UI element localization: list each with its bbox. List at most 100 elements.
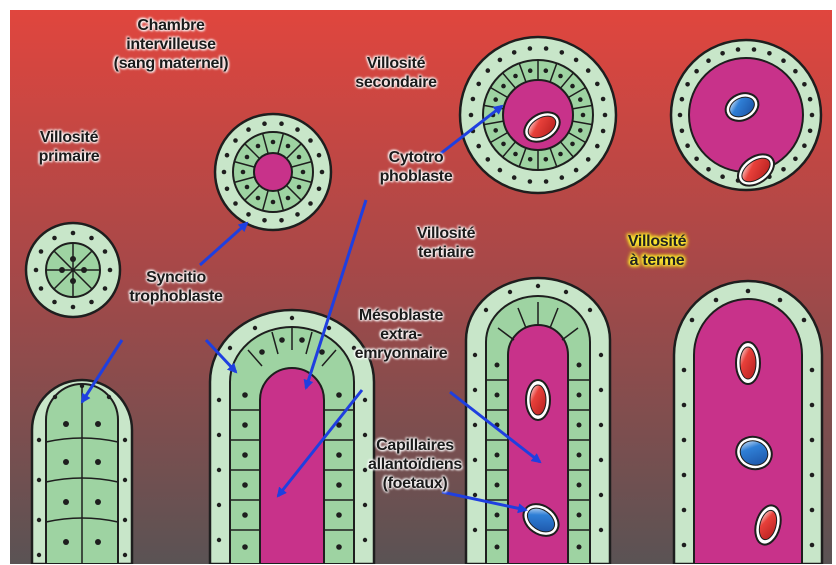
- label-villosite-secondaire: Villosité secondaire: [341, 54, 451, 92]
- nucleus-dot: [271, 140, 276, 145]
- label-cytotrophoblaste: Cytotro phoblaste: [366, 148, 466, 186]
- nucleus-dot: [512, 50, 517, 55]
- nucleus-dot: [528, 46, 533, 51]
- nucleus-dot: [286, 144, 291, 149]
- nucleus-dot: [246, 212, 251, 217]
- nucleus-dot: [528, 179, 533, 184]
- nucleus-dot: [52, 300, 57, 305]
- nucleus-dot: [781, 167, 786, 172]
- nucleus-dot: [108, 268, 113, 273]
- nucleus-dot: [558, 152, 563, 157]
- nucleus-dot: [544, 179, 549, 184]
- nucleus-dot: [581, 113, 586, 118]
- nucleus-dot: [767, 51, 772, 56]
- nucleus-dot: [301, 170, 306, 175]
- nucleus-dot: [89, 236, 94, 241]
- nucleus-dot: [793, 69, 798, 74]
- nucleus-dot: [574, 58, 579, 63]
- long-section-primaire: [32, 380, 132, 564]
- nucleus-dot: [694, 69, 699, 74]
- nucleus-dot: [720, 51, 725, 56]
- nucleus-dot: [256, 196, 261, 201]
- nucleus-dot: [752, 47, 757, 52]
- label-villosite-tertiaire: Villosité tertiaire: [401, 224, 491, 262]
- nucleus-dot: [793, 157, 798, 162]
- nucleus-dot: [802, 82, 807, 87]
- nucleus-dot: [578, 128, 583, 133]
- nucleus-dot: [295, 212, 300, 217]
- nucleus-dot: [317, 187, 322, 192]
- nucleus-dot: [245, 155, 250, 160]
- nucleus-dot: [486, 68, 491, 73]
- nucleus-dot: [678, 113, 683, 118]
- nucleus-dot: [308, 201, 313, 206]
- nucleus-dot: [810, 113, 815, 118]
- nucleus-dot: [233, 138, 238, 143]
- nucleus-dot: [225, 187, 230, 192]
- nucleus-dot: [39, 286, 44, 291]
- nucleus-dot: [225, 153, 230, 158]
- nucleus-dot: [295, 127, 300, 132]
- nucleus-dot: [570, 84, 575, 89]
- cross-section-terme: [671, 40, 821, 192]
- nucleus-dot: [498, 168, 503, 173]
- nucleus-dot: [262, 218, 267, 223]
- nucleus-dot: [271, 200, 276, 205]
- nucleus-dot: [586, 157, 591, 162]
- capillary-red: [736, 342, 760, 384]
- nucleus-dot: [308, 138, 313, 143]
- nucleus-dot: [802, 143, 807, 148]
- nucleus-dot: [89, 300, 94, 305]
- nucleus-dot: [578, 97, 583, 102]
- nucleus-dot: [279, 218, 284, 223]
- villi-diagram: Chambre intervilleuse (sang maternel) Vi…: [10, 10, 832, 564]
- nucleus-dot: [246, 127, 251, 132]
- nucleus-dot: [544, 68, 549, 73]
- label-villosite-terme: Villosité à terme: [612, 232, 702, 270]
- nucleus-dot: [560, 50, 565, 55]
- nucleus-dot: [222, 170, 227, 175]
- nucleus-dot: [586, 68, 591, 73]
- nucleus-dot: [476, 82, 481, 87]
- nucleus-dot: [233, 201, 238, 206]
- nucleus-dot: [469, 113, 474, 118]
- cross-section-primaire: [26, 223, 120, 317]
- nucleus-dot: [501, 84, 506, 89]
- nucleus-dot: [694, 157, 699, 162]
- nucleus-dot: [501, 142, 506, 147]
- nucleus-dot: [680, 129, 685, 134]
- nucleus-dot: [528, 157, 533, 162]
- nucleus-dot: [558, 74, 563, 79]
- nucleus-dot: [528, 68, 533, 73]
- nucleus-dot: [476, 144, 481, 149]
- nucleus-dot: [34, 268, 39, 273]
- cross-section-secondaire: [460, 37, 616, 193]
- nucleus-dot: [498, 58, 503, 63]
- capillary-red: [526, 380, 550, 420]
- nucleus-dot: [320, 170, 325, 175]
- nucleus-dot: [262, 121, 267, 126]
- nucleus-dot: [560, 175, 565, 180]
- nucleus-dot: [71, 231, 76, 236]
- nucleus-dot: [570, 142, 575, 147]
- nucleus-dot: [574, 168, 579, 173]
- nucleus-dot: [685, 82, 690, 87]
- nucleus-dot: [781, 58, 786, 63]
- label-villosite-primaire: Villosité primaire: [24, 128, 114, 166]
- nucleus-dot: [544, 46, 549, 51]
- nucleus-dot: [471, 97, 476, 102]
- nucleus-dot: [241, 170, 246, 175]
- cross-section-2: [215, 114, 331, 230]
- nucleus-dot: [601, 97, 606, 102]
- nucleus-dot: [595, 144, 600, 149]
- nucleus-dot: [103, 249, 108, 254]
- nucleus-dot: [486, 157, 491, 162]
- nucleus-dot: [52, 236, 57, 241]
- nucleus-dot: [720, 174, 725, 179]
- nucleus-dot: [256, 144, 261, 149]
- label-chambre: Chambre intervilleuse (sang maternel): [101, 16, 241, 73]
- nucleus-dot: [279, 121, 284, 126]
- nucleus-dot: [513, 152, 518, 157]
- nucleus-dot: [512, 175, 517, 180]
- nucleus-dot: [297, 185, 302, 190]
